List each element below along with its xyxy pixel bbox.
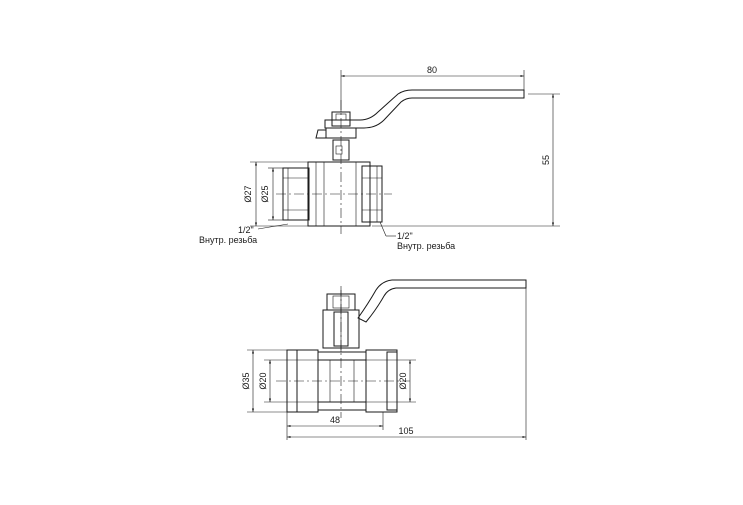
dim-half-length: 48 — [330, 415, 340, 425]
dim-height: 55 — [541, 155, 551, 165]
dim-bore-left: Ø20 — [258, 372, 268, 389]
top-valve-body — [307, 161, 371, 227]
dim-outer-dia-top: Ø27 — [243, 185, 253, 202]
dim-total-length: 105 — [398, 426, 413, 436]
section-body-right — [365, 349, 398, 413]
dim-bore-right: Ø20 — [398, 372, 408, 389]
dim-outer-dia-section: Ø35 — [241, 372, 251, 389]
dim-inner-dia-top: Ø25 — [260, 185, 270, 202]
left-thread-size: 1/2" — [238, 225, 254, 235]
right-thread-size: 1/2" — [397, 231, 413, 241]
right-thread-type: Внутр. резьба — [397, 241, 455, 251]
top-view: 80 55 Ø27 Ø25 1/2" Внутр. резьба 1/2" Вн… — [199, 65, 560, 251]
dim-handle-length: 80 — [427, 65, 437, 75]
left-thread-type: Внутр. резьба — [199, 235, 257, 245]
top-handle-lever — [324, 89, 525, 129]
section-view: Ø35 Ø20 Ø20 48 105 — [241, 279, 527, 440]
section-handle-lever — [357, 279, 527, 323]
